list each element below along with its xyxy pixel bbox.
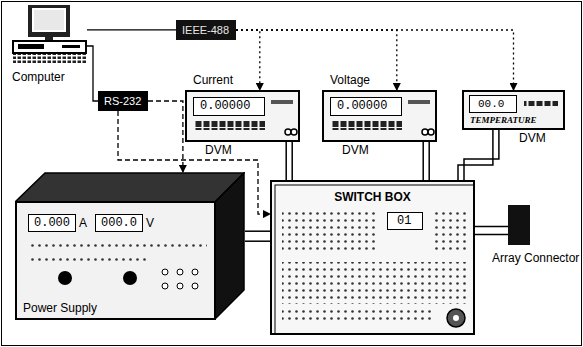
device-label: DVM <box>519 131 546 145</box>
bus-line <box>87 46 98 101</box>
bus-box: IEEE-488 <box>176 20 236 40</box>
display-reading: 0.00000 <box>337 99 387 113</box>
display-reading: 0.00000 <box>200 99 250 113</box>
array-connector: Array Connector <box>508 205 530 245</box>
connector-line <box>236 30 397 90</box>
dvm-meter: CurrentDVM0.00000 <box>185 90 300 142</box>
power-supply: Power Supply0.000A000.0V <box>15 172 245 320</box>
connector-line <box>458 130 493 180</box>
connector-line <box>245 230 270 232</box>
connector-line <box>428 142 430 180</box>
meter-display: 0.00000 <box>193 97 265 116</box>
device-heading: SWITCH BOX <box>334 190 411 204</box>
ieee-link <box>236 30 397 90</box>
ieee-link <box>236 30 260 90</box>
wire-pair <box>475 227 508 235</box>
switch-box: SWITCH BOX 01 <box>270 180 475 335</box>
computer-icon: Computer <box>12 4 87 64</box>
device-label: Computer <box>12 70 65 84</box>
supply-display: 000.0V <box>95 214 143 232</box>
bus-line <box>87 29 176 30</box>
connector-line <box>422 142 424 180</box>
connector-line <box>245 240 270 242</box>
meter-heading: Voltage <box>330 73 370 87</box>
dvm-meter: VoltageDVM0.00000 <box>322 90 437 142</box>
ieee-link <box>236 30 514 90</box>
connector-line <box>236 30 260 90</box>
connector-line <box>236 30 514 90</box>
dvm-meter: TEMPERATUREDVM00.0 <box>462 90 565 130</box>
connector-line <box>475 234 508 236</box>
meter-display: 0.00000 <box>330 97 402 116</box>
wire-pair <box>245 231 270 241</box>
device-label: Array Connector <box>492 251 579 265</box>
wire-pair <box>458 130 499 180</box>
connector-line <box>475 226 508 228</box>
unit-label: V <box>146 216 154 230</box>
connector-line <box>87 29 176 30</box>
wire-pair <box>423 142 429 180</box>
channel-display: 01 <box>387 212 423 230</box>
bus-box: RS-232 <box>98 91 148 111</box>
display-reading: 01 <box>397 214 411 228</box>
display-reading: 000.0 <box>101 216 137 230</box>
bus-label: RS-232 <box>104 94 141 108</box>
supply-display: 0.000A <box>28 214 76 232</box>
display-reading: 00.0 <box>478 97 504 111</box>
meter-heading: Current <box>193 73 233 87</box>
connector-line <box>291 142 293 180</box>
connector-line <box>464 130 499 180</box>
meter-display: 00.0 <box>469 95 517 113</box>
connector-line <box>148 101 183 172</box>
unit-label: A <box>79 216 87 230</box>
device-label: DVM <box>342 143 369 157</box>
serial-link <box>148 101 183 172</box>
meter-caption: TEMPERATURE <box>470 115 537 126</box>
connector-line <box>87 46 98 101</box>
display-reading: 0.000 <box>34 216 70 230</box>
device-label: DVM <box>205 143 232 157</box>
bus-label: IEEE-488 <box>182 23 229 37</box>
connector-line <box>285 142 287 180</box>
wire-pair <box>286 142 292 180</box>
device-label: Power Supply <box>23 301 97 315</box>
